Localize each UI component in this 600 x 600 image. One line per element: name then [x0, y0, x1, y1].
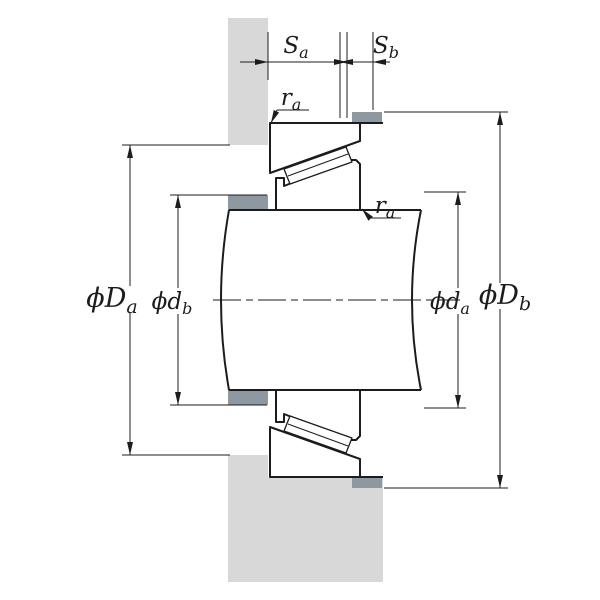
label-ra-top: ra: [281, 85, 302, 114]
housing-shoulder-top: [228, 18, 268, 145]
label-ra-side: ra: [375, 193, 396, 222]
outer-ring-top: [269, 122, 361, 174]
housing-block-bottom: [228, 455, 383, 582]
outer-ring-bottom: [269, 426, 361, 478]
spacer-housing-top: [352, 112, 382, 123]
label-phi-Da: ϕDa: [86, 283, 137, 318]
label-phi-Db: ϕDb: [479, 280, 531, 315]
label-Sa: Sa: [283, 33, 308, 62]
spacer-shaft-lower: [228, 390, 268, 405]
spacer-housing-bottom: [352, 477, 382, 488]
label-phi-db: ϕdb: [152, 289, 193, 318]
spacer-shaft-upper: [228, 195, 268, 210]
cage-line-bottom: [287, 423, 349, 447]
leader-ra-side-arrow: [361, 208, 373, 221]
cage-line-top: [287, 153, 349, 177]
leader-ra-top-arrow: [270, 109, 280, 124]
label-Sb: Sb: [373, 33, 399, 62]
label-phi-da: ϕda: [430, 289, 470, 318]
